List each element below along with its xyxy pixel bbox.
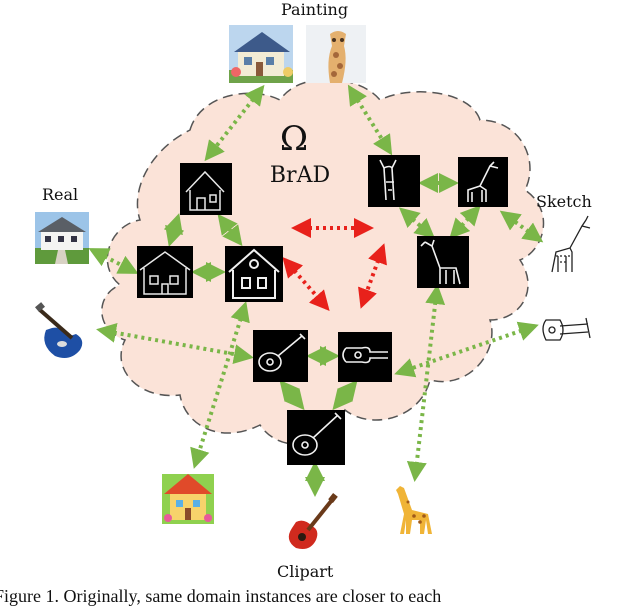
guitar-edge-map-1	[253, 330, 308, 382]
painting-domain-label: Painting	[281, 0, 349, 19]
arrow-painting-house	[204, 84, 265, 162]
giraffe-edge-map-3	[417, 236, 469, 288]
omega-symbol: Ω	[280, 119, 308, 159]
guitar-edge-map-2	[338, 332, 392, 382]
clipart-giraffe-thumbnail	[396, 486, 432, 534]
red-arrows	[282, 218, 387, 312]
arrow-house1-house2	[163, 213, 185, 247]
clipart-domain-label: Clipart	[277, 562, 334, 581]
guitar-edge-map-3	[287, 410, 345, 465]
green-arrows	[88, 84, 544, 497]
clipart-house-thumbnail	[162, 474, 214, 524]
arrow-guitar2-guitar3	[332, 379, 358, 411]
painting-giraffe-thumbnail	[306, 25, 366, 83]
brad-label: BrAD	[270, 163, 330, 188]
arrow-guitar1-guitar3	[279, 379, 305, 411]
house-edge-map-3	[225, 246, 283, 302]
figure-caption: Figure 1. Originally, same domain instan…	[0, 586, 442, 606]
real-domain-label: Real	[42, 185, 79, 204]
house-edge-map-2	[137, 246, 193, 298]
painting-house-thumbnail	[229, 25, 293, 83]
arrow-real-house	[88, 248, 139, 274]
arrow-sketch-giraffe	[499, 210, 544, 243]
brad-edge-maps	[137, 155, 508, 465]
arrow-house1-house3	[217, 213, 243, 247]
sketch-guitar-thumbnail	[542, 317, 591, 341]
sketch-giraffe-thumbnail	[551, 215, 591, 273]
clipart-guitar-thumbnail	[288, 493, 338, 549]
real-guitar-thumbnail	[35, 302, 83, 358]
house-edge-map-1	[180, 163, 232, 215]
sketch-domain-label: Sketch	[536, 192, 592, 211]
real-house-thumbnail	[35, 212, 89, 264]
giraffe-edge-map-2	[458, 157, 508, 207]
giraffe-edge-map-1	[368, 155, 420, 207]
red-arrow-giraffe-guitar	[358, 243, 387, 309]
arrow-painting-giraffe	[347, 84, 393, 156]
